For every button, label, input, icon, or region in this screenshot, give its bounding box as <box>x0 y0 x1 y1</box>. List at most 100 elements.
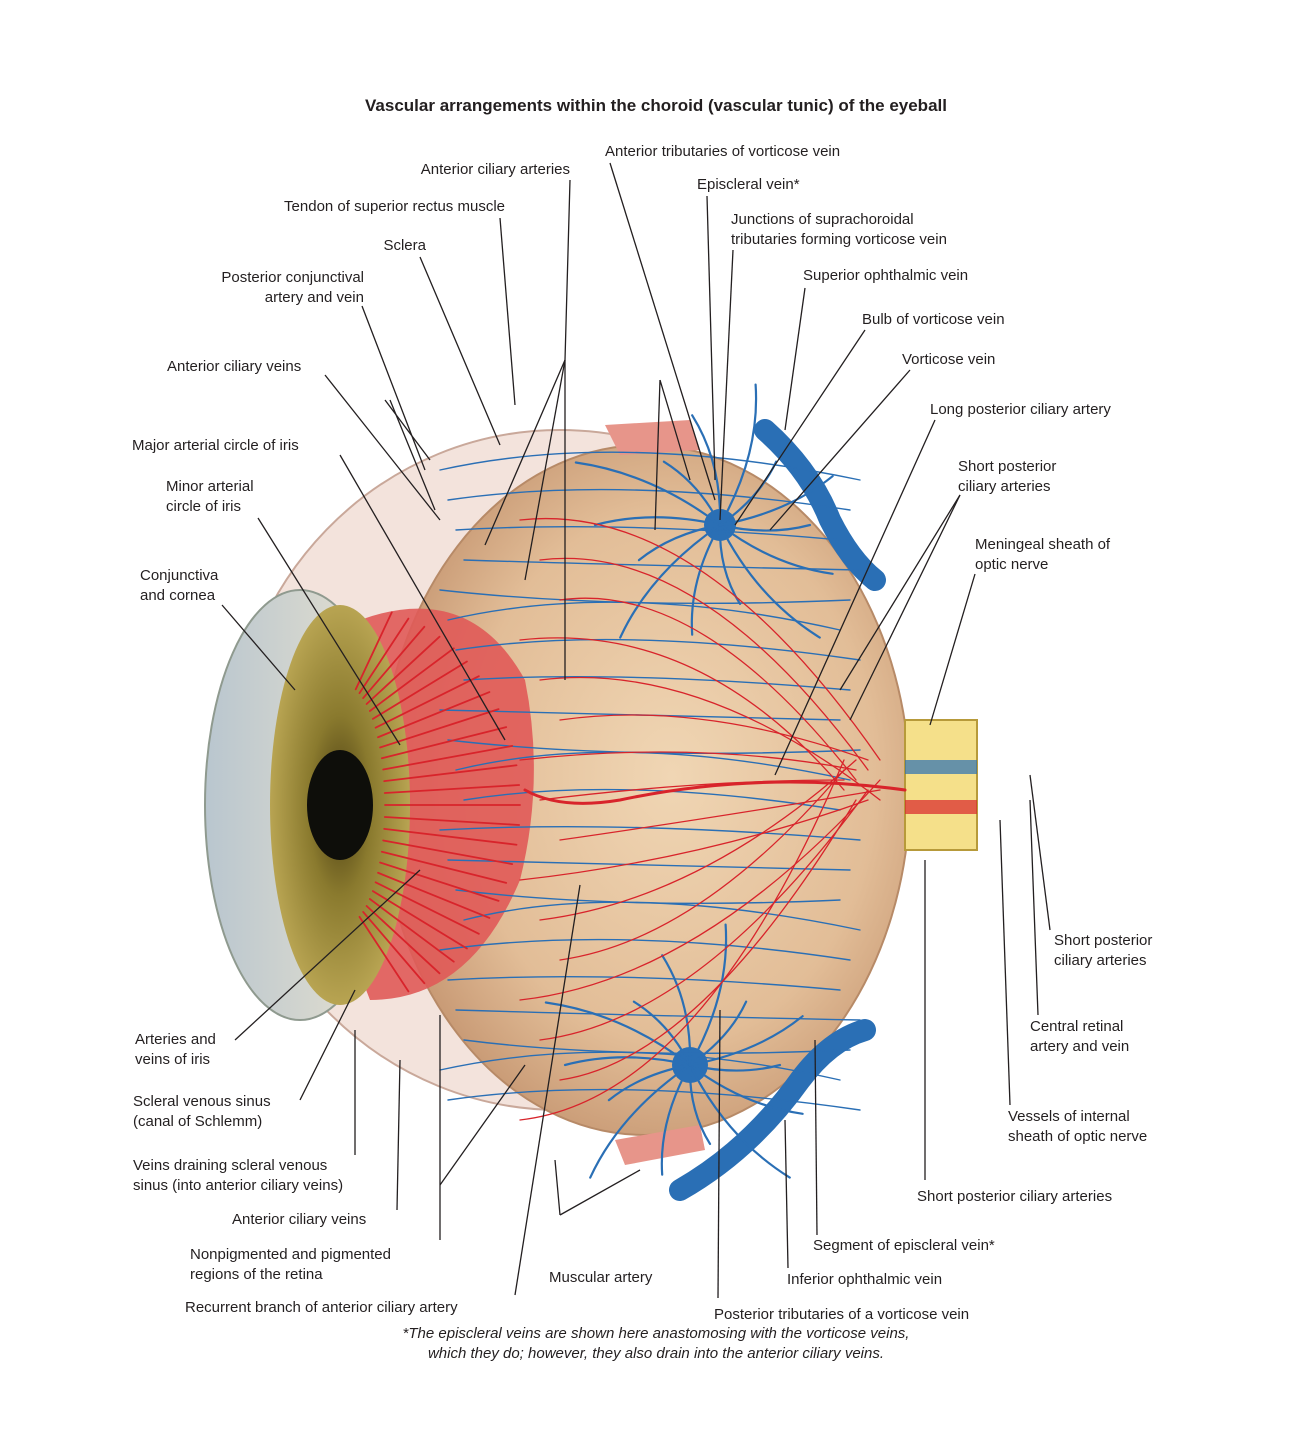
label-vorticose-vein: Vorticose vein <box>902 351 996 368</box>
leader-vorticose <box>769 369 911 531</box>
leader-short-post-right <box>1029 774 1051 931</box>
vein-meridional <box>463 901 861 931</box>
label-short-posterior-bottom: Short posterior ciliary arteries <box>917 1188 1113 1205</box>
artery-branch <box>539 557 869 771</box>
label-short-posterior-right-line2: ciliary arteries <box>1054 951 1147 969</box>
label-arteries-iris-line2: veins of iris <box>135 1050 211 1068</box>
label-tendon-superior-rectus: Tendon of superior rectus muscle <box>284 198 505 215</box>
label-short-posterior-top-line1: Short posterior <box>958 458 1057 475</box>
pupil <box>307 750 373 860</box>
iris-artery <box>354 611 393 691</box>
label-anterior-ciliary-veins-bottom: Anterior ciliary veins <box>232 1211 367 1228</box>
label-nonpigmented-line2: regions of the retina <box>190 1265 323 1283</box>
artery-branch <box>559 769 845 961</box>
leader-post-trib <box>717 1009 721 1299</box>
leader-bulb <box>734 329 866 526</box>
iris-artery <box>374 881 480 935</box>
leader-scleral-sinus <box>299 989 356 1101</box>
vein-branch <box>637 523 722 562</box>
iris-artery <box>371 660 468 720</box>
label-major-arterial-circle: Major arterial circle of iris <box>132 437 299 454</box>
vein-branch <box>718 475 834 527</box>
label-nonpigmented-line1: Nonpigmented and pigmented <box>190 1246 391 1263</box>
label-anterior-ciliary-veins-top: Anterior ciliary veins <box>167 358 302 375</box>
artery-branch <box>539 789 869 1041</box>
iris-artery <box>383 827 518 846</box>
leader-major-art-circle <box>339 454 506 741</box>
leader-short-post-top <box>839 494 961 691</box>
leader-meningeal <box>929 573 976 726</box>
iris-artery <box>368 898 455 963</box>
inferior-muscle-tendon <box>615 1125 705 1165</box>
label-junctions-line2: tributaries forming vorticose vein <box>731 230 947 248</box>
label-conjunctiva-cornea: Conjunctiva and cornea <box>140 566 218 605</box>
label-anterior-tributaries-vorticose: Anterior tributaries of vorticose vein <box>605 143 841 160</box>
footnote-line2: which they do; however, they also drain … <box>427 1345 885 1362</box>
iris-artery <box>383 816 521 826</box>
leader-arteries-iris <box>234 869 421 1041</box>
label-conjunctiva-line1: Conjunctiva <box>140 567 219 584</box>
label-veins-draining-line1: Veins draining scleral venous <box>133 1157 328 1174</box>
leader-post-conj <box>361 305 426 471</box>
leader-inf-ophth <box>784 1119 789 1269</box>
vein-branch <box>688 1063 712 1146</box>
leader-ant-trib-vort2 <box>654 379 661 531</box>
label-episcleral-vein: Episcleral vein* <box>697 176 800 193</box>
leader-muscular2 <box>559 1169 641 1216</box>
leader-nonpig2 <box>439 1064 526 1186</box>
iris-artery <box>380 726 508 760</box>
vein-meridional <box>447 975 841 991</box>
vein-branch <box>607 1063 692 1102</box>
artery-branch <box>559 799 857 1081</box>
label-short-posterior-right-line1: Short posterior <box>1054 932 1153 949</box>
vein-branch <box>718 523 821 639</box>
iris-artery <box>382 744 514 771</box>
leader-segment-epi <box>814 1039 818 1236</box>
label-junctions-suprachoroidal: Junctions of suprachoroidal tributaries … <box>731 210 947 249</box>
vein-branch <box>660 1063 692 1176</box>
artery-branch <box>539 759 857 921</box>
artery-branch <box>519 751 857 771</box>
label-minor-arterial-line2: circle of iris <box>166 497 242 515</box>
iris-artery <box>358 915 410 993</box>
vein-branch <box>688 1063 791 1179</box>
superior-rectus-tendon <box>605 420 700 455</box>
label-arteries-veins-iris: Arteries and veins of iris <box>135 1030 216 1069</box>
label-minor-arterial-line1: Minor arterial <box>166 478 254 495</box>
label-veins-draining-scleral: Veins draining scleral venous sinus (int… <box>133 1156 343 1195</box>
leader-episcleral <box>706 195 716 481</box>
artery-branch <box>559 714 869 761</box>
vein-branch <box>718 523 834 575</box>
artery-branch <box>539 779 845 801</box>
label-superior-ophthalmic-vein: Superior ophthalmic vein <box>803 267 969 284</box>
vein-meridional <box>447 601 841 631</box>
footnote: *The episcleral veins are shown here ana… <box>0 1324 1312 1364</box>
leader-lines <box>221 162 1051 1299</box>
vein-branch <box>688 923 728 1067</box>
vein-meridional <box>455 638 861 661</box>
iris-artery <box>362 911 426 985</box>
artery-branch <box>519 799 869 881</box>
iris-artery <box>377 691 491 739</box>
iris-artery <box>379 708 500 749</box>
vein-meridional <box>447 1088 861 1111</box>
vein-meridional <box>463 675 851 691</box>
vein-branch <box>688 1000 748 1067</box>
footnote-line1: *The episcleral veins are shown here ana… <box>402 1325 910 1342</box>
label-segment-episcleral: Segment of episcleral vein* <box>813 1237 995 1254</box>
label-scleral-sinus-line1: Scleral venous sinus <box>133 1093 271 1110</box>
label-central-retinal-line1: Central retinal <box>1030 1018 1124 1035</box>
iris-artery <box>371 890 468 950</box>
vein-branch <box>688 1063 804 1115</box>
leader-sup-ophth <box>784 287 806 431</box>
artery-branch <box>519 759 845 1121</box>
figure-title: Vascular arrangements within the choroid… <box>365 96 947 115</box>
vein-meridional <box>439 825 861 841</box>
label-central-retinal: Central retinal artery and vein <box>1030 1017 1129 1056</box>
label-muscular-artery: Muscular artery <box>549 1269 653 1286</box>
label-veins-draining-line2: sinus (into anterior ciliary veins) <box>133 1176 344 1194</box>
iris-artery <box>377 871 491 919</box>
leader-ant-ciliary-veins-bottom <box>396 1059 401 1211</box>
label-bulb-vorticose: Bulb of vorticose vein <box>862 311 1005 328</box>
